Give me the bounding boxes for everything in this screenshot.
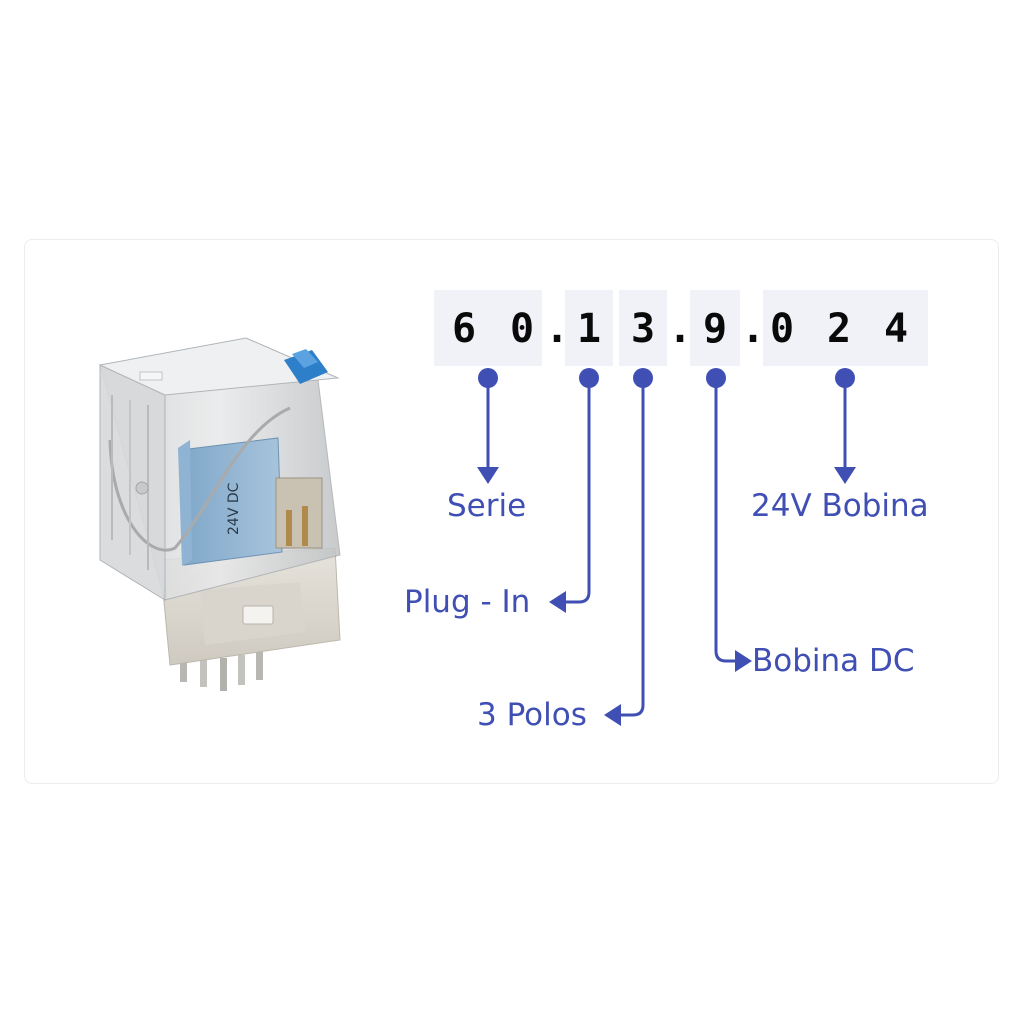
- connector-3-polos-dot: [633, 368, 653, 388]
- label-serie: Serie: [447, 488, 527, 524]
- connector-plug-in: [562, 378, 591, 604]
- digit-group-bobina-dc-box: [690, 290, 740, 366]
- label-3-polos: 3 Polos: [477, 697, 587, 733]
- arrowhead-plug-in: [549, 591, 566, 613]
- code-separator-2: .: [668, 306, 693, 352]
- code-digit-2: 0: [509, 306, 535, 352]
- arrowhead-serie: [477, 467, 499, 484]
- digit-group-polos-box: [619, 290, 667, 366]
- digit-group-serie-box: [434, 290, 542, 366]
- code-digit-5: 9: [702, 306, 728, 352]
- code-digit-3: 1: [576, 306, 602, 352]
- relay-image: 24V DC: [98, 337, 341, 691]
- digit-group-voltage-box: [763, 290, 928, 366]
- code-digit-4: 3: [630, 306, 656, 352]
- connector-bobina-dc-dot: [706, 368, 726, 388]
- digit-group-plug-in-box: [565, 290, 613, 366]
- connector-bobina-dc: [714, 378, 740, 663]
- code-separator-1: .: [545, 306, 570, 352]
- connector-serie-dot: [478, 368, 498, 388]
- connector-24v-bobina-dot: [835, 368, 855, 388]
- code-digit-8: 4: [883, 306, 909, 352]
- coil-marking: 24V DC: [226, 482, 242, 535]
- code-separator-3: .: [741, 306, 766, 352]
- label-bobina-dc: Bobina DC: [752, 643, 915, 679]
- arrowhead-3-polos: [604, 704, 621, 726]
- code-digit-6: 0: [769, 306, 795, 352]
- arrowhead-24v-bobina: [834, 467, 856, 484]
- label-plug-in: Plug - In: [404, 584, 531, 620]
- label-24v-bobina: 24V Bobina: [751, 488, 929, 524]
- arrowhead-bobina-dc: [735, 650, 752, 672]
- connector-plug-in-dot: [579, 368, 599, 388]
- code-digit-7: 2: [826, 306, 852, 352]
- connector-3-polos: [617, 378, 645, 717]
- relay-pins: [180, 650, 263, 691]
- code-digit-1: 6: [451, 306, 477, 352]
